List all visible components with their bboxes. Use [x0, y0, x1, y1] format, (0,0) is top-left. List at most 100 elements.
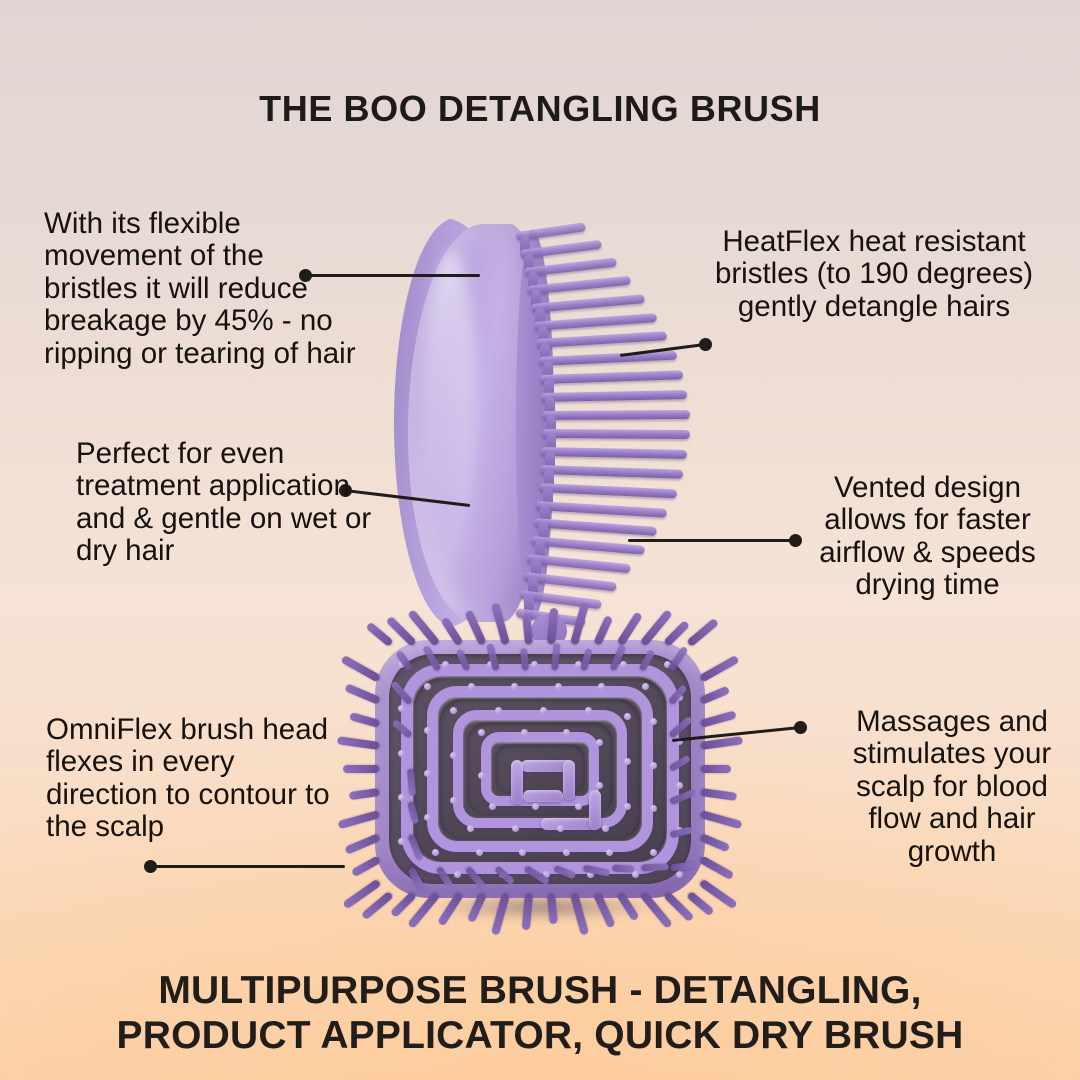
bristle-pin — [699, 710, 737, 728]
bristle-stub — [540, 343, 551, 366]
rib-nub — [624, 712, 631, 720]
rib-nub — [450, 751, 457, 759]
bristle-pin-inner — [640, 863, 669, 872]
rib-nub — [531, 661, 539, 668]
rib-nub — [398, 749, 405, 757]
leader-line-endpoint-dot — [788, 533, 802, 547]
leader-line-segment — [150, 864, 345, 868]
rib-nub — [641, 683, 649, 690]
rib-nub — [511, 683, 519, 690]
rib-nub — [442, 661, 450, 668]
rib-nub — [650, 761, 657, 769]
bristle-stub — [544, 468, 555, 491]
leader-line-endpoint-dot — [143, 859, 157, 873]
bristle-row — [533, 312, 657, 331]
bristle-stub — [527, 271, 538, 294]
leader-line-segment — [305, 273, 480, 277]
bristle-stub — [545, 397, 556, 420]
bristle-stub — [542, 486, 553, 509]
bristle-pin — [343, 765, 379, 773]
rib-nub — [520, 729, 528, 736]
rib-nub — [596, 739, 603, 746]
bristle-row — [536, 331, 668, 349]
callout-massages: Massages and stimulates your scalp for b… — [852, 705, 1052, 868]
callout-even-treatment: Perfect for even treatment application a… — [76, 437, 372, 568]
rib-nub — [650, 849, 657, 856]
bristle-stub — [534, 307, 545, 330]
rib-nub — [398, 794, 405, 802]
rib-nub — [424, 813, 431, 821]
rib-nub — [398, 661, 405, 668]
bristle-pin — [701, 765, 731, 773]
bristle-stub — [531, 558, 542, 581]
rib-nub — [619, 661, 627, 668]
bristle-pin-inner — [406, 768, 416, 797]
rib-nub — [574, 803, 582, 810]
callout-flexible-movement: With its flexible movement of the bristl… — [44, 207, 356, 370]
leader-line-endpoint-dot — [338, 483, 352, 497]
rib-nub — [450, 796, 457, 804]
rib-nub — [563, 729, 571, 736]
bristle-row — [533, 518, 657, 537]
bristle-pin — [699, 810, 743, 830]
rib-nub — [676, 871, 683, 878]
rib-nub — [650, 805, 657, 813]
rib-nub — [467, 683, 475, 690]
bristle-stub — [523, 253, 534, 276]
rib-nub — [511, 825, 519, 832]
rib-nub — [584, 707, 592, 714]
bristle-stub — [544, 379, 555, 402]
rib-nub — [542, 871, 550, 878]
leader-line-endpoint-dot — [698, 337, 712, 351]
rib-nub — [424, 726, 431, 734]
footer-tagline: MULTIPURPOSE BRUSH - DETANGLING, PRODUCT… — [0, 969, 1080, 1058]
rib-nub — [424, 683, 431, 690]
bristle-pin — [699, 654, 740, 683]
bristle-stub — [520, 236, 530, 258]
rib-nub — [598, 683, 606, 690]
footer-tagline-line-1: MULTIPURPOSE BRUSH - DETANGLING, — [158, 969, 922, 1013]
rib-nub — [432, 849, 440, 856]
rib-nub — [650, 718, 657, 726]
bristle-row — [541, 428, 690, 439]
leader-line-segment — [628, 538, 795, 542]
bristle-pin — [700, 787, 738, 801]
footer-tagline-line-2: PRODUCT APPLICATOR, QUICK DRY BRUSH — [116, 1013, 964, 1057]
leader-line-endpoint-dot — [793, 720, 807, 734]
rib-nub — [575, 661, 583, 668]
bristle-stub — [531, 289, 542, 312]
maze-rib-segment — [523, 790, 563, 802]
rib-nub — [596, 781, 603, 789]
bristle-stub — [537, 325, 548, 348]
rib-nub — [562, 849, 570, 856]
rib-nub — [587, 871, 595, 878]
rib-nub — [676, 737, 683, 745]
bristle-stub — [542, 361, 553, 384]
rib-nub — [454, 871, 462, 878]
callout-heatflex: HeatFlex heat resistant bristles (to 190… — [714, 225, 1034, 323]
bristle-row — [541, 446, 688, 459]
rib-nub — [489, 803, 497, 810]
bristle-row — [541, 390, 688, 403]
maze-rib-segment — [589, 790, 601, 830]
rib-nub — [606, 849, 614, 856]
rib-nub — [631, 871, 639, 878]
rib-nub — [424, 770, 431, 778]
rib-nub — [556, 825, 564, 832]
bristle-pin — [686, 617, 720, 648]
bristle-pin — [699, 855, 735, 881]
bristle-stub — [527, 576, 538, 599]
bristle-stub — [545, 432, 556, 455]
bristle-stub — [534, 540, 545, 563]
bristle-row — [538, 482, 677, 499]
maze-rib-segment — [511, 760, 523, 804]
rib-nub — [539, 707, 547, 714]
rib-nub — [494, 707, 502, 714]
maze-rib-segment — [563, 760, 575, 800]
rib-nub — [398, 838, 405, 846]
bristle-row — [540, 370, 683, 385]
bristle-row — [541, 410, 690, 421]
bristle-stub — [537, 522, 548, 545]
page-title: THE BOO DETANGLING BRUSH — [259, 88, 821, 129]
rib-nub — [450, 707, 457, 714]
